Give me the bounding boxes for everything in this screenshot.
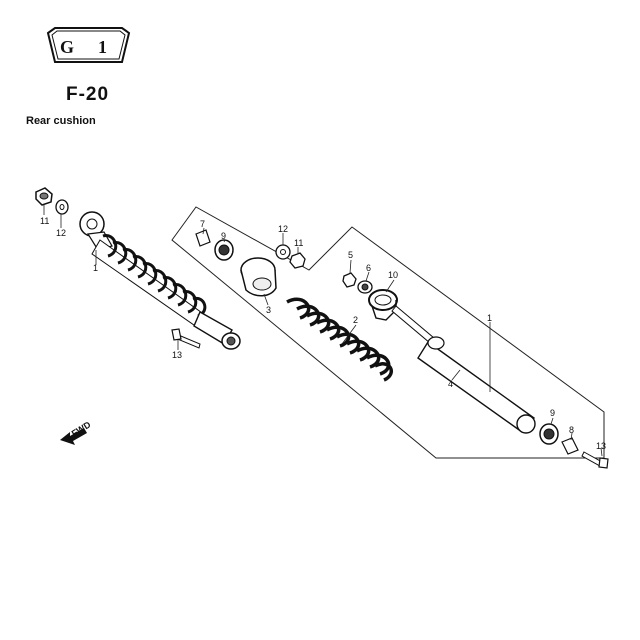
leader-lines xyxy=(43,204,603,457)
callout-6: 6 xyxy=(366,263,371,273)
damper-parts xyxy=(342,272,609,469)
assembly-group-outline xyxy=(171,206,605,459)
callout-9-lower: 9 xyxy=(550,408,555,418)
callout-13-right: 13 xyxy=(596,441,606,451)
callout-13-left: 13 xyxy=(172,350,182,360)
callout-9-upper: 9 xyxy=(221,231,226,241)
callout-11-left: 11 xyxy=(40,216,49,226)
callout-12-left: 12 xyxy=(56,228,66,238)
callout-12-upper: 12 xyxy=(278,224,288,234)
callout-3: 3 xyxy=(266,305,271,315)
callout-1-right: 1 xyxy=(487,313,492,323)
page-code: F-20 xyxy=(66,84,110,105)
callout-11-upper: 11 xyxy=(294,238,303,248)
callout-5: 5 xyxy=(348,250,353,260)
upper-mount-parts xyxy=(195,229,306,297)
callout-2: 2 xyxy=(353,315,358,325)
fwd-arrow-icon: FWD xyxy=(60,419,93,445)
section-title: Rear cushion xyxy=(26,115,96,127)
callout-1-left: 1 xyxy=(93,263,98,273)
badge-letter: G xyxy=(60,37,75,57)
callout-8: 8 xyxy=(569,425,574,435)
callout-4: 4 xyxy=(448,379,453,389)
section-badge xyxy=(46,27,131,63)
badge-number: 1 xyxy=(98,37,107,57)
callout-10: 10 xyxy=(388,270,398,280)
spring-part xyxy=(286,297,393,382)
assembled-shock-part xyxy=(35,187,241,350)
callout-7: 7 xyxy=(200,219,205,229)
callout-labels: 11 12 1 13 7 9 3 12 11 2 5 6 10 1 4 9 8 … xyxy=(40,216,606,451)
